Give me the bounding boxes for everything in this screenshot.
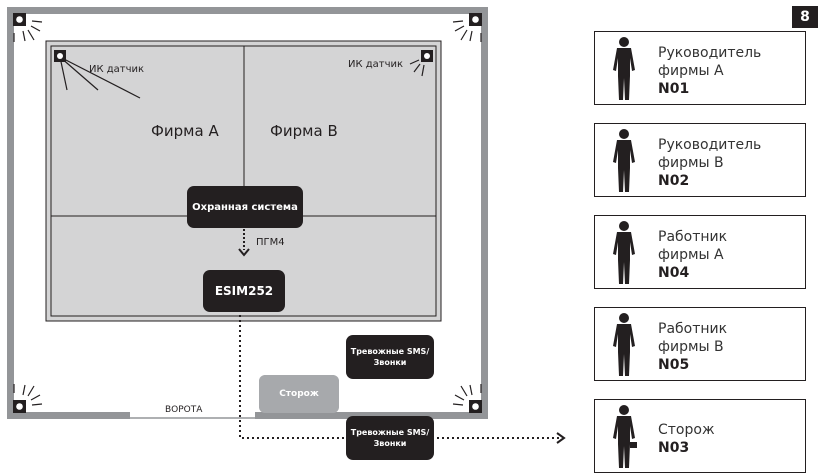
gate-gap	[130, 412, 255, 420]
corner-sensor-top-left-icon	[13, 13, 43, 42]
recipient-code: N04	[658, 265, 690, 281]
gate-label: ВОРОТА	[165, 405, 203, 415]
recipient-code: N03	[658, 440, 690, 456]
person-icon	[613, 313, 635, 376]
recipient-firm: фирмы В	[658, 155, 724, 171]
ir-sensor-left-label: ИК датчик	[89, 64, 145, 75]
recipient-code: N02	[658, 173, 690, 189]
person-icon	[613, 405, 637, 468]
firm-a-label: Фирма А	[151, 122, 219, 140]
alarm-sms-calls-outside: Тревожные SMS/Звонки	[346, 416, 434, 460]
recipient-role: Работник	[658, 229, 728, 245]
corner-sensor-top-right-icon	[452, 13, 482, 42]
recipient-code: N05	[658, 357, 690, 373]
person-icon	[613, 129, 635, 192]
sms-arrow	[556, 432, 566, 444]
ir-sensor-right-label: ИК датчик	[348, 59, 404, 70]
page-number-badge: 8	[792, 6, 818, 28]
alarm-sms-calls-inside: Тревожные SMS/Звонки	[346, 335, 434, 379]
pgm-label: ПГМ4	[256, 237, 285, 248]
recipient-role: Руководитель	[658, 137, 762, 153]
security-system-block: Охранная система	[187, 186, 303, 228]
corner-sensor-bottom-left-icon	[13, 384, 43, 413]
recipient-role: Руководитель	[658, 45, 762, 61]
pgm-arrow	[238, 248, 250, 257]
recipient-card: Работник фирмы А N04	[594, 215, 806, 289]
person-icon	[613, 37, 635, 100]
person-icon	[613, 221, 635, 284]
recipient-role: Сторож	[658, 422, 715, 438]
recipient-role: Работник	[658, 321, 728, 337]
recipient-firm: фирмы А	[658, 247, 724, 263]
firm-b-label: Фирма В	[270, 122, 338, 140]
ir-sensor-right-icon	[409, 50, 433, 77]
recipient-card: Работник фирмы В N05	[594, 307, 806, 381]
recipient-code: N01	[658, 81, 690, 97]
recipient-firm: фирмы А	[658, 63, 724, 79]
recipient-firm: фирмы В	[658, 339, 724, 355]
guard-label: Сторож	[259, 375, 339, 413]
recipient-card: Руководитель фирмы В N02	[594, 123, 806, 197]
corner-sensor-bottom-right-icon	[452, 384, 482, 413]
ir-sensor-left-icon	[54, 50, 66, 62]
recipient-card: Руководитель фирмы А N01	[594, 31, 806, 105]
ir-sensor-rays-left	[59, 56, 141, 99]
esim252-module: ESIM252	[203, 270, 285, 312]
